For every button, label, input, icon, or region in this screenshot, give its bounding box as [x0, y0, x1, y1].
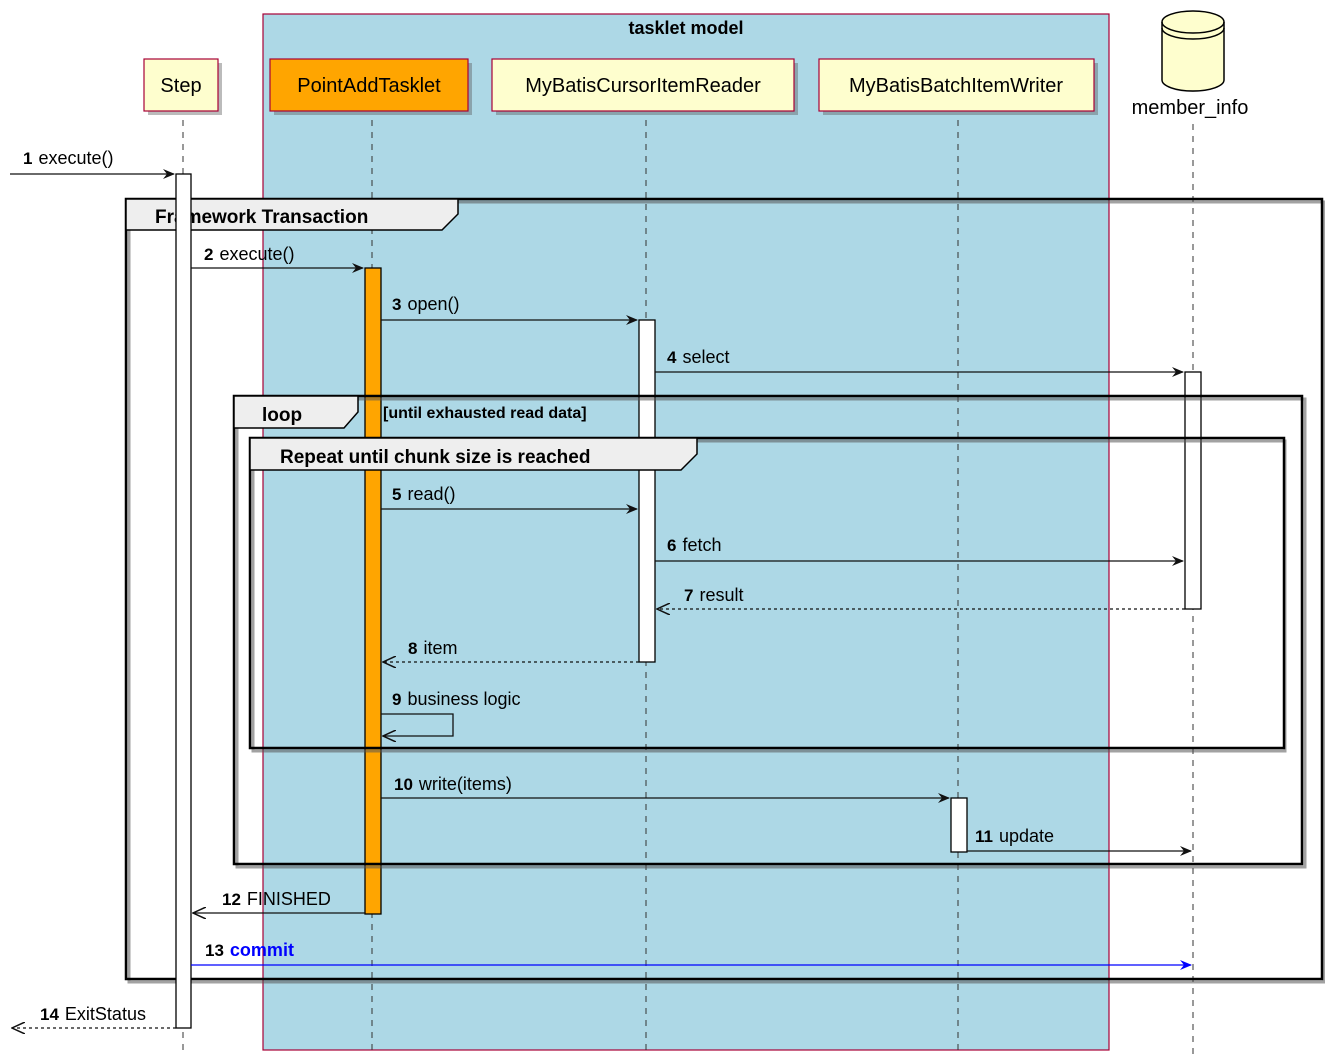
step-activation	[175, 173, 192, 1029]
writer-activation	[950, 797, 968, 853]
tasklet-activation	[364, 267, 382, 915]
db-activation	[1184, 371, 1202, 610]
participant-reader-label: MyBatisCursorItemReader	[525, 75, 761, 97]
transaction-frame-label: Framework Transaction	[155, 207, 368, 228]
tasklet-model-box	[262, 13, 1110, 1051]
participant-step: Step	[143, 58, 222, 115]
loop-frame	[232, 394, 1304, 866]
chunk-frame	[248, 436, 1286, 750]
participant-db-label: member_info	[1132, 97, 1249, 119]
participant-tasklet-label: PointAddTasklet	[297, 75, 441, 97]
participant-step-label: Step	[160, 75, 201, 97]
loop-frame-label: loop	[262, 405, 302, 426]
tasklet-model-title: tasklet model	[628, 18, 743, 38]
participant-writer-label: MyBatisBatchItemWriter	[849, 75, 1063, 97]
participant-reader: MyBatisCursorItemReader	[491, 58, 798, 115]
loop-frame-condition: [until exhausted read data]	[383, 405, 587, 422]
participant-writer: MyBatisBatchItemWriter	[818, 58, 1098, 115]
transaction-frame	[124, 197, 1324, 981]
participant-db: member_info	[1132, 10, 1249, 119]
chunk-frame-label: Repeat until chunk size is reached	[280, 447, 590, 468]
reader-activation	[638, 319, 656, 663]
participant-tasklet: PointAddTasklet	[269, 58, 472, 115]
